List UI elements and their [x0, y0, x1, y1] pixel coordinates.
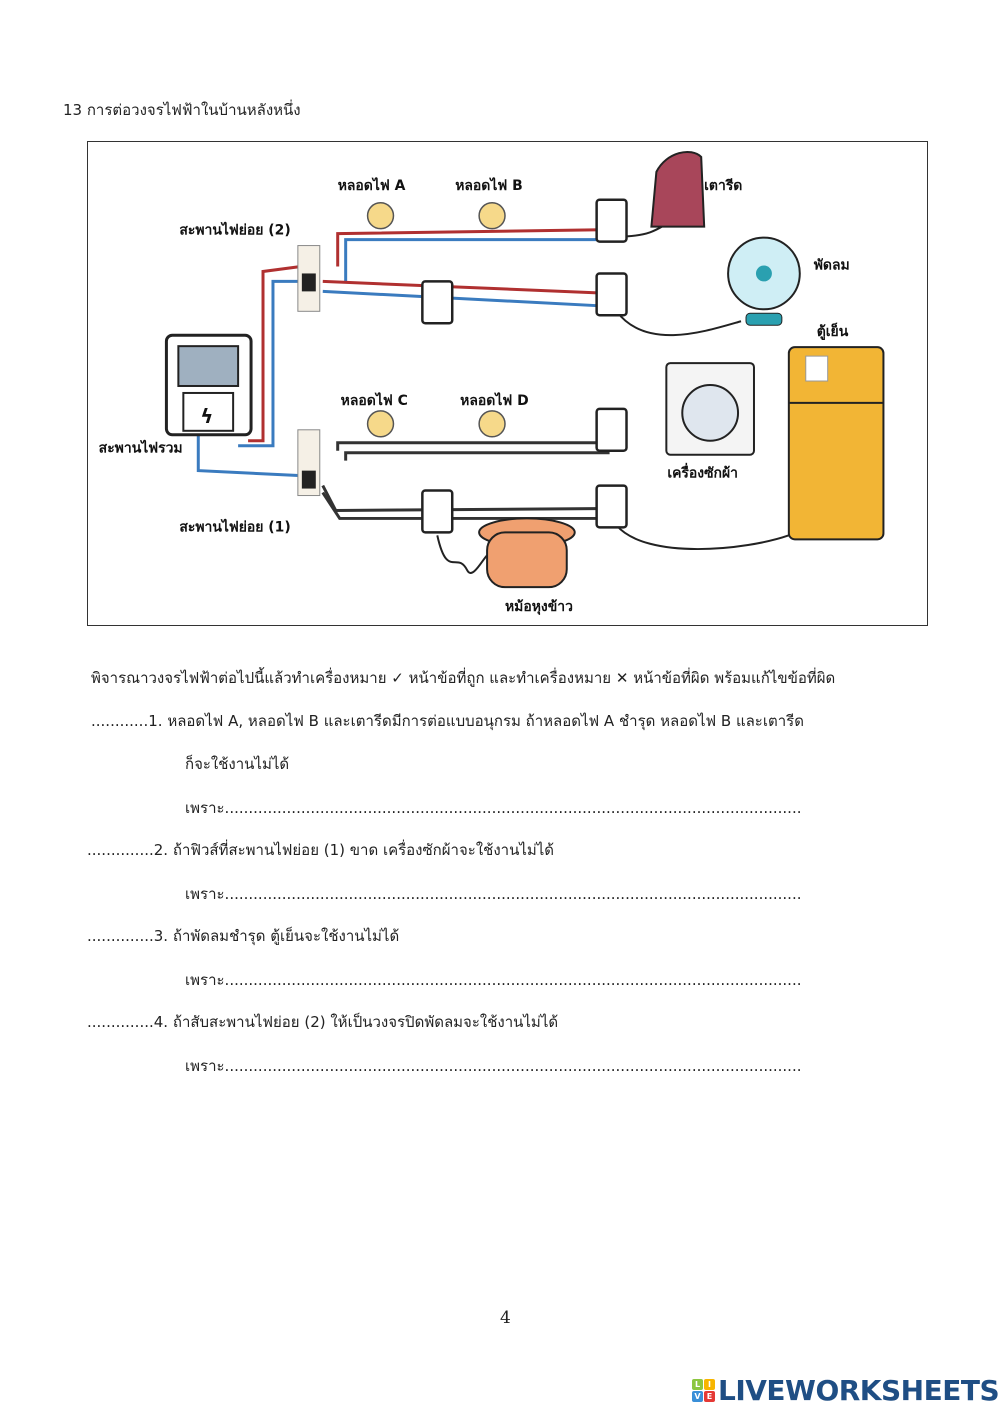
instruction-text: หน้าข้อที่ผิด พร้อมแก้ไขข้อที่ผิด — [633, 669, 836, 687]
label-rice-cooker: หม้อหุงข้าว — [505, 599, 573, 615]
logo-icon: L I V E — [692, 1379, 715, 1402]
bulb-d-icon — [478, 410, 506, 438]
question-3: ..............3. ถ้าพัดลมชำรุด ตู้เย็นจะ… — [87, 924, 399, 948]
wire-red — [248, 265, 302, 443]
outlet-icon — [595, 407, 628, 452]
bulb-a-icon — [366, 202, 395, 230]
because-line[interactable]: เพราะ...................................… — [185, 1057, 802, 1075]
outlet-icon — [421, 280, 454, 325]
because-line[interactable]: เพราะ...................................… — [185, 885, 802, 903]
question-1: ............1. หลอดไฟ A, หลอดไฟ B และเตา… — [91, 709, 804, 733]
answer-blank[interactable]: ..............4. — [87, 1013, 169, 1031]
question-text: ถ้าสับสะพานไฟย่อย (2) ให้เป็นวงจรปิดพัดล… — [172, 1013, 559, 1031]
outlet-icon — [595, 484, 628, 529]
question-heading: 13 การต่อวงจรไฟฟ้าในบ้านหลังหนึ่ง — [63, 101, 301, 119]
wire-red — [322, 279, 610, 295]
label-main-switch: สะพานไฟรวม — [99, 439, 183, 457]
washing-machine-icon — [665, 362, 755, 456]
answer-blank[interactable]: ..............2. — [87, 841, 169, 859]
instruction-text: พิจารณาวงจรไฟฟ้าต่อไปนี้แล้วทำเครื่องหมา… — [91, 669, 387, 687]
fridge-icon — [787, 346, 885, 541]
wire-blue — [238, 279, 301, 448]
liveworksheets-logo: L I V E LIVEWORKSHEETS — [692, 1374, 1000, 1407]
rice-cooker-icon — [478, 517, 576, 589]
logo-letter: I — [704, 1379, 715, 1390]
question-text: ถ้าพัดลมชำรุด ตู้เย็นจะใช้งานไม่ได้ — [172, 927, 400, 945]
because-line[interactable]: เพราะ...................................… — [185, 799, 802, 817]
logo-text: LIVEWORKSHEETS — [718, 1374, 1000, 1407]
label-bulb-c: หลอดไฟ C — [341, 391, 408, 409]
instruction: พิจารณาวงจรไฟฟ้าต่อไปนี้แล้วทำเครื่องหมา… — [91, 666, 835, 690]
sub-switch-2 — [297, 245, 321, 312]
because-line[interactable]: เพราะ...................................… — [185, 971, 802, 989]
check-mark-icon: ✓ — [391, 669, 404, 687]
label-fan: พัดลม — [814, 257, 850, 273]
question-text: หลอดไฟ A, หลอดไฟ B และเตารีดมีการต่อแบบอ… — [167, 712, 804, 730]
page-number: 4 — [500, 1308, 511, 1328]
fan-icon — [727, 236, 801, 326]
circuit-diagram: ϟ หลอดไฟ A หลอดไฟ B เตารีด สะพานไฟย่อย (… — [87, 141, 928, 626]
answer-blank[interactable]: ............1. — [91, 712, 163, 730]
wire-black — [336, 441, 610, 451]
label-sub-switch-2: สะพานไฟย่อย (2) — [179, 221, 290, 239]
wire-blue — [344, 238, 610, 282]
wire-red — [336, 228, 610, 267]
question-2: ..............2. ถ้าฟิวส์ที่สะพานไฟย่อย … — [87, 838, 554, 862]
bulb-b-icon — [478, 202, 506, 230]
outlet-icon — [595, 272, 628, 317]
bulb-c-icon — [366, 410, 395, 438]
answer-blank[interactable]: ..............3. — [87, 927, 169, 945]
label-iron: เตารีด — [704, 178, 742, 194]
logo-letter: L — [692, 1379, 703, 1390]
wire-black — [321, 484, 610, 512]
sub-switch-1 — [297, 429, 321, 497]
wire-blue — [322, 289, 610, 308]
logo-letter: V — [692, 1391, 703, 1402]
instruction-text: หน้าข้อที่ถูก และทำเครื่องหมาย — [408, 669, 612, 687]
question-text: ถ้าฟิวส์ที่สะพานไฟย่อย (1) ขาด เครื่องซั… — [172, 841, 555, 859]
question-4: ..............4. ถ้าสับสะพานไฟย่อย (2) ใ… — [87, 1010, 558, 1034]
svg-text:ϟ: ϟ — [200, 405, 213, 428]
outlet-icon — [595, 198, 628, 243]
label-fridge: ตู้เย็น — [817, 322, 849, 340]
label-bulb-a: หลอดไฟ A — [338, 176, 406, 194]
label-bulb-d: หลอดไฟ D — [460, 391, 528, 409]
question-1-cont: ก็จะใช้งานไม่ได้ — [185, 755, 290, 773]
label-sub-switch-1: สะพานไฟย่อย (1) — [179, 517, 290, 535]
wire-blue — [196, 435, 301, 478]
cross-mark-icon: ✕ — [615, 669, 629, 687]
outlet-icon — [421, 489, 454, 534]
iron-icon — [650, 151, 706, 228]
wire-black — [344, 451, 610, 461]
label-bulb-b: หลอดไฟ B — [455, 176, 523, 194]
wire-black — [321, 491, 610, 520]
label-washer: เครื่องซักผ้า — [667, 463, 738, 482]
main-switch-meter: ϟ — [164, 333, 253, 437]
logo-letter: E — [704, 1391, 715, 1402]
